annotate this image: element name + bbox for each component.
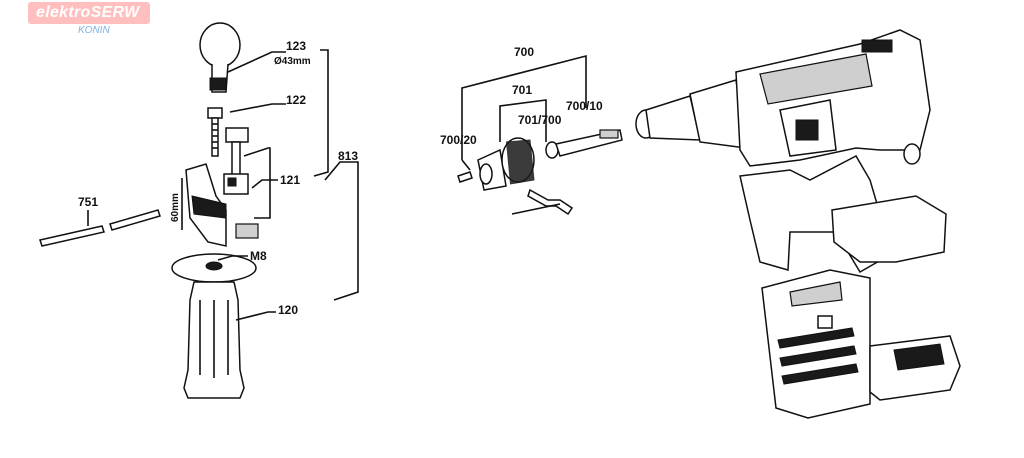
logo-brand-text: elektroSERW: [36, 4, 140, 21]
callout-700: 700: [514, 45, 534, 59]
part-701-drill-chuck: [477, 137, 535, 191]
left-callout-lines: [87, 49, 359, 321]
callout-121: 121: [280, 173, 300, 187]
part-chuck-key: [511, 188, 574, 216]
part-700-10-adapter: [545, 129, 623, 159]
dimension-60mm: 60mm: [170, 193, 181, 222]
battery-pack: [761, 269, 961, 419]
callout-m8: M8: [250, 249, 267, 263]
drill-body: [635, 29, 947, 274]
callout-123: 123: [286, 39, 306, 53]
middle-callout-lines: [461, 54, 587, 171]
callout-701-700: 701/700: [518, 113, 562, 127]
part-121-depth-clamp: [223, 127, 249, 195]
part-123-clamp-ring: [199, 22, 241, 93]
callout-701: 701: [512, 83, 532, 97]
part-751-depth-rod: [39, 209, 161, 247]
watermark-logo: elektroSERW KONIN: [28, 2, 150, 38]
callout-122: 122: [286, 93, 306, 107]
callout-813: 813: [338, 149, 358, 163]
part-120-side-handle: [171, 253, 257, 399]
logo-city-text: KONIN: [78, 25, 110, 36]
callout-700-10: 700/10: [566, 99, 603, 113]
callout-123-spec: Ø43mm: [274, 56, 311, 67]
part-700-20-screw: [457, 171, 473, 183]
part-depth-block: [185, 163, 259, 247]
part-122-bolt: [207, 107, 223, 157]
logo-background: [28, 2, 150, 24]
callout-751: 751: [78, 195, 98, 209]
callout-120: 120: [278, 303, 298, 317]
callout-700-20: 700/20: [440, 133, 477, 147]
